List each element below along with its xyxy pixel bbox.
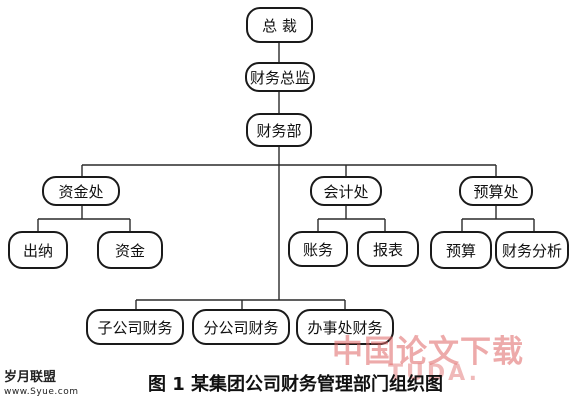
node-budget-office: 预算处 — [459, 176, 533, 206]
node-branch-finance: 分公司财务 — [192, 309, 290, 345]
node-cfo: 财务总监 — [245, 62, 315, 92]
node-subsidiary-finance: 子公司财务 — [86, 309, 184, 345]
node-finance-dept: 财务部 — [246, 113, 312, 147]
node-cashier: 出纳 — [8, 231, 68, 269]
watermark-cn-site: 中国论文下载 — [332, 334, 524, 370]
figure-caption: 图 1 某集团公司财务管理部门组织图 — [148, 374, 444, 395]
watermark-left-url: www.Syue.com — [4, 387, 79, 397]
node-ceo: 总 裁 — [246, 7, 313, 43]
node-accounts: 账务 — [288, 231, 348, 267]
node-funds: 资金 — [97, 231, 163, 269]
watermark-left: 岁月联盟 www.Syue.com — [4, 371, 78, 399]
node-reports: 报表 — [357, 231, 419, 267]
node-financial-analysis: 财务分析 — [495, 231, 569, 269]
node-budget: 预算 — [430, 231, 492, 269]
node-office-finance: 办事处财务 — [296, 309, 394, 345]
watermark-left-title: 岁月联盟 — [4, 370, 57, 385]
node-accounting-office: 会计处 — [310, 176, 382, 206]
node-funds-office: 资金处 — [42, 176, 120, 206]
watermark-en-site: TUDA. — [388, 361, 480, 386]
